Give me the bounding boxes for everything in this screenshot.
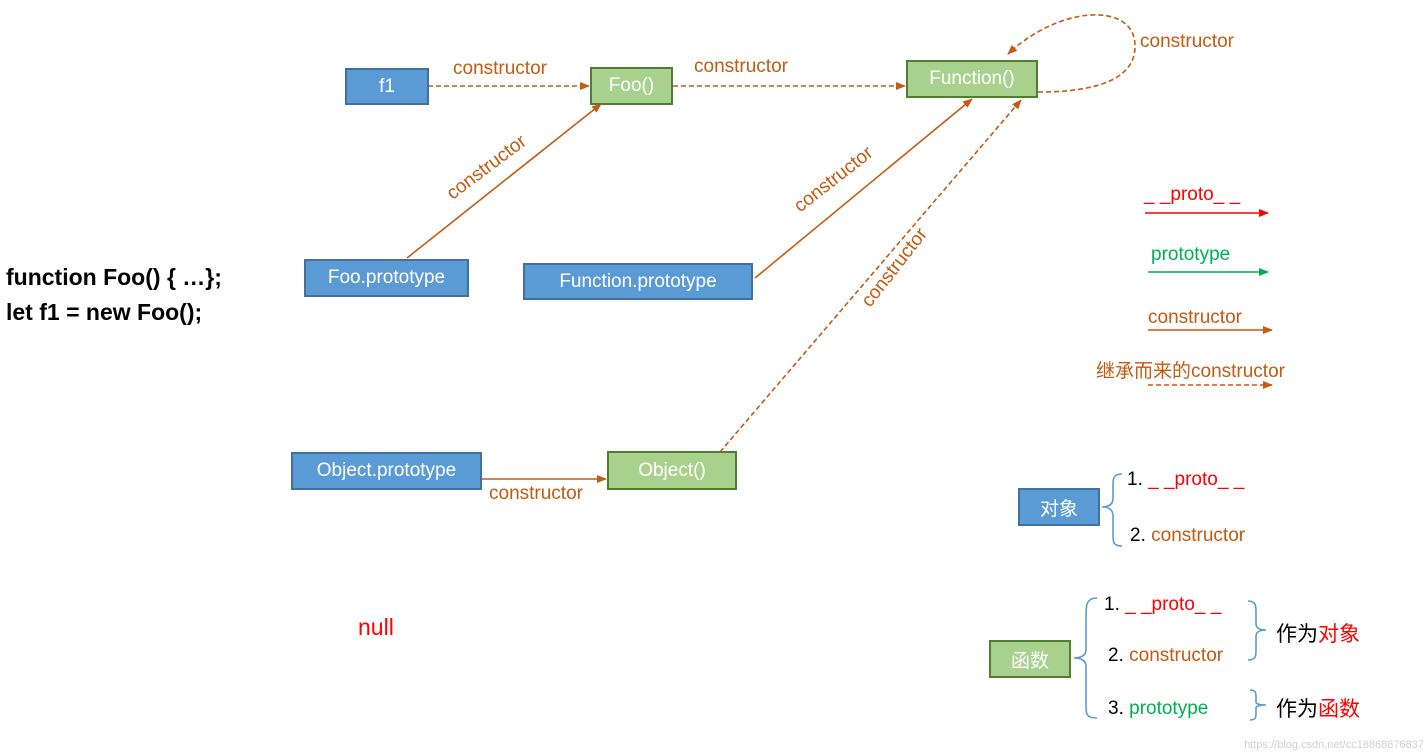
object-item-2: 2. constructor (1130, 525, 1245, 547)
as-function-brace (1249, 689, 1267, 721)
label-objproto-to-object: constructor (489, 483, 583, 504)
as-object-suffix: 对象 (1318, 623, 1360, 646)
edge-funcproto-to-function (754, 98, 973, 279)
edge-object-to-function (719, 99, 1022, 453)
function-item-3-num: 3. (1108, 698, 1130, 719)
function-item-3-text: prototype (1129, 698, 1209, 719)
as-object-brace (1247, 600, 1267, 661)
watermark: https://blog.csdn.net/cc18868876837 (1244, 739, 1424, 751)
node-object[interactable]: Object() (607, 451, 737, 490)
object-item-1: 1. _ _proto_ _ (1127, 469, 1244, 491)
node-null: null (358, 614, 394, 640)
as-function-suffix: 函数 (1318, 698, 1360, 721)
function-item-3: 3. prototype (1108, 698, 1208, 720)
legend-inherited-constructor-label: 继承而来的constructor (1096, 361, 1285, 382)
as-function-note: 作为函数 (1276, 693, 1360, 723)
label-function-self: constructor (1140, 31, 1234, 52)
node-object-prototype[interactable]: Object.prototype (291, 452, 482, 490)
edge-fooproto-to-foo (406, 103, 602, 259)
object-type-box: 对象 (1018, 488, 1100, 526)
function-item-2-text: constructor (1129, 645, 1224, 666)
as-function-prefix: 作为 (1276, 698, 1318, 721)
object-item-1-num: 1. (1127, 469, 1149, 490)
function-item-2: 2. constructor (1108, 645, 1223, 667)
node-function-prototype[interactable]: Function.prototype (523, 263, 753, 300)
node-f1[interactable]: f1 (345, 68, 429, 105)
function-item-1: 1. _ _proto_ _ (1104, 594, 1221, 616)
node-foo-prototype[interactable]: Foo.prototype (304, 259, 469, 297)
node-function[interactable]: Function() (906, 60, 1038, 98)
legend-proto-label: _ _proto_ _ (1144, 184, 1241, 205)
label-foo-to-function: constructor (694, 56, 788, 77)
object-item-2-num: 2. (1130, 525, 1152, 546)
object-item-1-text: _ _proto_ _ (1148, 469, 1245, 490)
function-item-1-text: _ _proto_ _ (1125, 594, 1222, 615)
as-object-prefix: 作为 (1276, 623, 1318, 646)
function-type-box: 函数 (989, 640, 1071, 678)
edge-function-self (1007, 14, 1136, 93)
as-object-note: 作为对象 (1276, 618, 1360, 648)
function-item-1-num: 1. (1104, 594, 1126, 615)
code-line-2: let f1 = new Foo(); (6, 299, 203, 325)
object-item-2-text: constructor (1151, 525, 1246, 546)
object-brace (1101, 473, 1123, 547)
node-foo[interactable]: Foo() (590, 67, 673, 105)
label-f1-to-foo: constructor (453, 58, 547, 79)
legend-constructor-label: constructor (1148, 307, 1242, 328)
code-line-1: function Foo() { …}; (6, 264, 222, 290)
function-brace (1073, 597, 1098, 719)
function-item-2-num: 2. (1108, 645, 1130, 666)
legend-prototype-label: prototype (1151, 244, 1231, 265)
